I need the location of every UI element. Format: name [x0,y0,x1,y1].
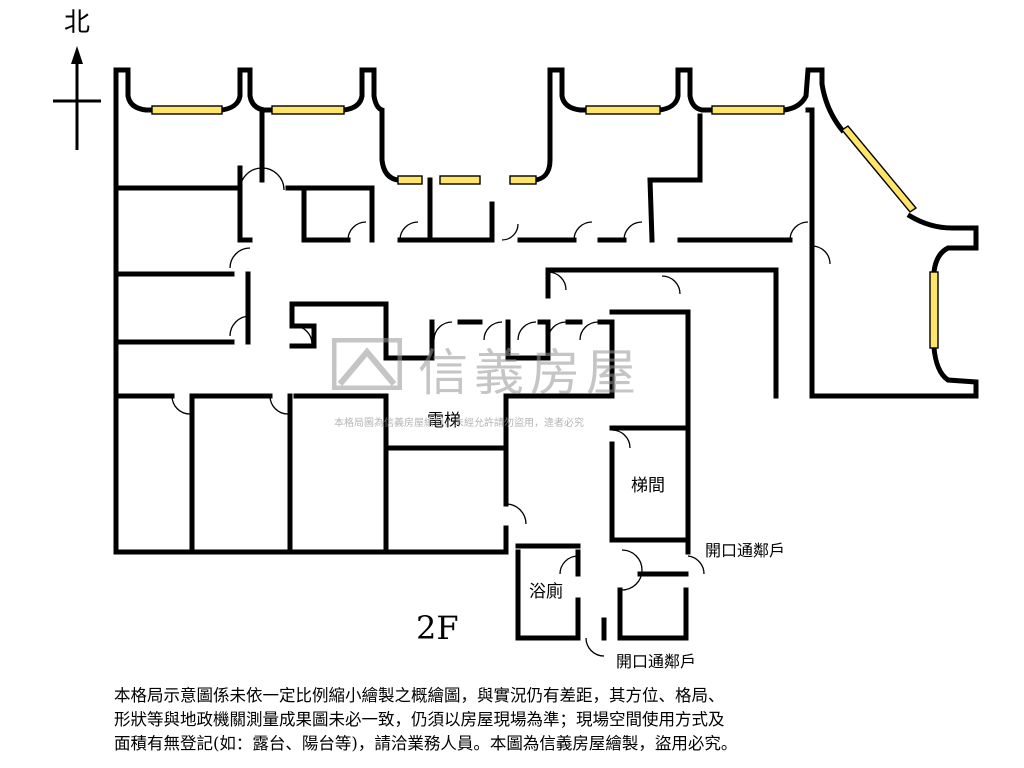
windows [151,105,939,349]
opening-to-neighbor-label-south: 開口通鄰戶 [616,652,697,671]
north-arrow-icon [53,46,101,150]
walls [113,67,979,641]
disclaimer-text: 本格局示意圖係未依一定比例縮小繪製之概繪圖，與實況仍有差距，其方位、格局、 形狀… [114,684,914,756]
opening-to-neighbor-label-east: 開口通鄰戶 [705,541,786,560]
bathroom-label: 浴廁 [529,582,563,602]
disclaimer-line: 面積有無登記(如：露台、陽台等)，請洽業務人員。本圖為信義房屋繪製，盜用必究。 [114,734,738,753]
stairs-label: 梯間 [631,476,665,496]
disclaimer-line: 本格局示意圖係未依一定比例縮小繪製之概繪圖，與實況仍有差距，其方位、格局、 [114,686,725,705]
watermark-note: 本格局圖為信義房屋繪製，未經允許請勿盜用，違者必究 [334,418,584,429]
north-label: 北 [64,8,91,38]
floor-label: 2F [416,609,459,647]
disclaimer-line: 形狀等與地政機關測量成果圖未必一致，仍須以房屋現場為準；現場空間使用方式及 [114,710,725,729]
doors [171,167,831,657]
elevator-label: 電梯 [427,411,461,431]
